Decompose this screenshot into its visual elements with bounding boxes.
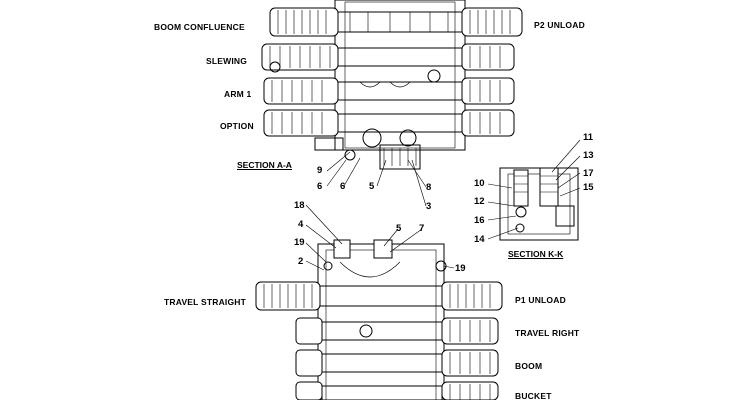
callout-5-bottom: 5 bbox=[396, 223, 402, 234]
callout-5-top: 5 bbox=[369, 181, 375, 192]
section-title-k-k: SECTION K-K bbox=[508, 249, 564, 259]
kk-section-body bbox=[499, 167, 579, 241]
callout-8: 8 bbox=[426, 182, 432, 193]
label-p2-unload: P2 UNLOAD bbox=[534, 20, 585, 30]
label-bucket: BUCKET bbox=[515, 391, 552, 401]
spool-travel-right bbox=[295, 317, 499, 345]
bottom-leader-lines bbox=[305, 204, 455, 271]
callout-7: 7 bbox=[419, 223, 425, 234]
spool-boom bbox=[295, 349, 499, 377]
callout-18: 18 bbox=[294, 200, 305, 211]
callout-11: 11 bbox=[583, 132, 594, 143]
callout-3: 3 bbox=[426, 201, 432, 212]
label-boom: BOOM bbox=[515, 361, 543, 371]
callout-4: 4 bbox=[298, 219, 304, 230]
callout-19-left: 19 bbox=[294, 237, 305, 248]
callout-15: 15 bbox=[583, 182, 594, 193]
label-slewing: SLEWING bbox=[206, 56, 248, 66]
bottom-valve-body bbox=[255, 239, 503, 400]
spool-bucket bbox=[295, 381, 499, 400]
callout-19-right: 19 bbox=[455, 263, 466, 274]
top-leader-lines bbox=[326, 151, 427, 207]
spool-slewing bbox=[261, 43, 515, 83]
callout-17: 17 bbox=[583, 168, 594, 179]
section-title-a-a: SECTION A-A bbox=[237, 160, 292, 170]
top-valve-body bbox=[261, 0, 523, 170]
callout-6b: 6 bbox=[340, 181, 346, 192]
callout-2: 2 bbox=[298, 256, 304, 267]
label-travel-right: TRAVEL RIGHT bbox=[515, 328, 580, 338]
callout-9: 9 bbox=[317, 165, 323, 176]
spool-travel-straight bbox=[255, 281, 503, 311]
label-option: OPTION bbox=[220, 121, 254, 131]
callout-12: 12 bbox=[474, 196, 485, 207]
spool-option bbox=[263, 109, 515, 148]
callout-13: 13 bbox=[583, 150, 594, 161]
callout-6a: 6 bbox=[317, 181, 323, 192]
spool-boom-confluence bbox=[269, 7, 523, 37]
label-travel-straight: TRAVEL STRAIGHT bbox=[164, 297, 247, 307]
callout-10: 10 bbox=[474, 178, 485, 189]
callout-16: 16 bbox=[474, 215, 485, 226]
spool-arm1 bbox=[263, 77, 515, 105]
kk-leader-lines bbox=[487, 139, 581, 240]
label-boom-confluence: BOOM CONFLUENCE bbox=[154, 22, 245, 32]
label-p1-unload: P1 UNLOAD bbox=[515, 295, 566, 305]
label-arm1: ARM 1 bbox=[224, 89, 252, 99]
callout-14: 14 bbox=[474, 234, 485, 245]
